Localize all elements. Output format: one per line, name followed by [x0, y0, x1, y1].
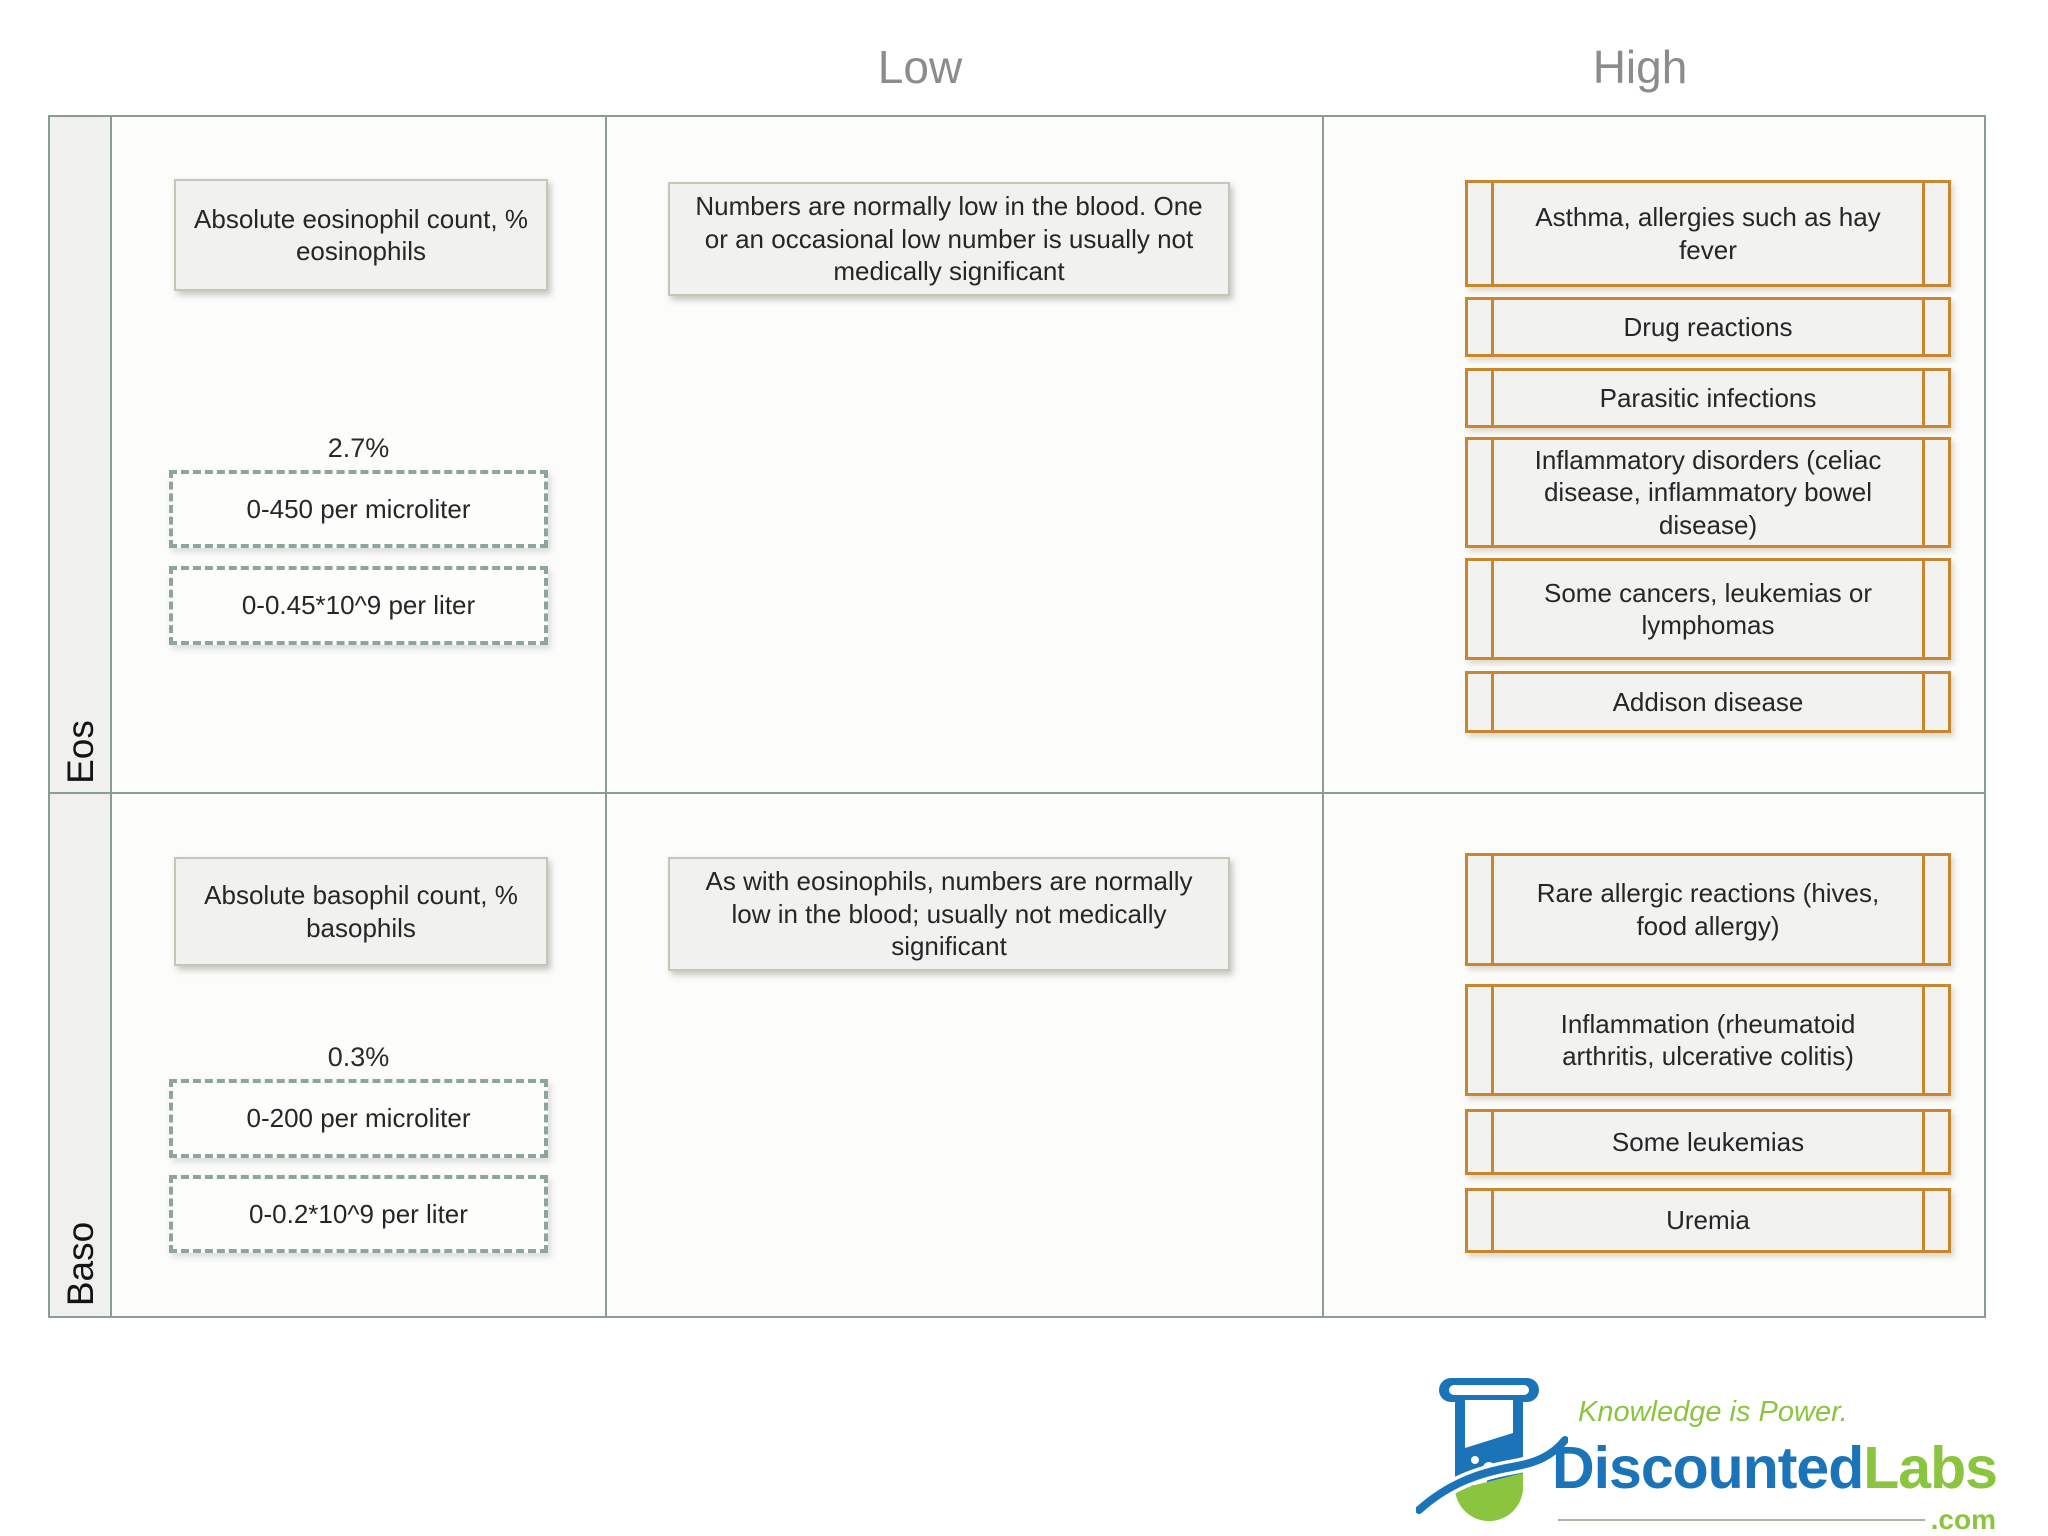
logo-brand-discounted: Discounted: [1552, 1435, 1864, 1501]
discountedlabs-logo: Knowledge is Power. DiscountedLabs .com: [1412, 1368, 2002, 1536]
column-divider-1: [605, 117, 607, 1316]
logo-brand: DiscountedLabs: [1552, 1434, 1998, 1502]
eos-high-cause-box: Asthma, allergies such as hay fever: [1465, 180, 1951, 287]
eos-range-liter-box: 0-0.45*10^9 per liter: [169, 566, 548, 645]
column-header-low: Low: [877, 41, 963, 93]
eos-measure-title-box: Absolute eosinophil count, % eosinophils: [174, 179, 548, 291]
row-divider: [50, 792, 1984, 794]
eos-high-cause-box: Parasitic infections: [1465, 368, 1951, 428]
eos-high-cause-box: Some cancers, leukemias or lymphomas: [1465, 558, 1951, 660]
row-label-baso: Baso: [60, 1221, 101, 1306]
logo-domain-row: .com: [1558, 1504, 1996, 1536]
baso-high-cause-box: Some leukemias: [1465, 1109, 1951, 1175]
logo-rule: [1558, 1519, 1925, 1521]
eos-low-note-box: Numbers are normally low in the blood. O…: [668, 182, 1230, 296]
eos-high-cause-box: Inflammatory disorders (celiac disease, …: [1465, 437, 1951, 548]
reference-table: Eos Absolute eosinophil count, % eosinop…: [48, 115, 1986, 1318]
eos-percent-label: 2.7%: [327, 433, 390, 463]
logo-brand-labs: Labs: [1863, 1435, 1998, 1501]
baso-high-cause-box: Inflammation (rheumatoid arthritis, ulce…: [1465, 984, 1951, 1096]
baso-high-cause-box: Uremia: [1465, 1188, 1951, 1253]
baso-low-note-box: As with eosinophils, numbers are normall…: [668, 857, 1230, 971]
row-label-eos: Eos: [60, 720, 102, 784]
row-label-column: [50, 117, 112, 1316]
column-divider-2: [1322, 117, 1324, 1316]
baso-range-microliter-box: 0-200 per microliter: [169, 1079, 548, 1158]
column-header-high: High: [1592, 41, 1688, 93]
baso-range-liter-box: 0-0.2*10^9 per liter: [169, 1175, 548, 1253]
baso-percent-label: 0.3%: [327, 1042, 390, 1072]
logo-tagline: Knowledge is Power.: [1578, 1396, 1848, 1428]
eos-range-microliter-box: 0-450 per microliter: [169, 470, 548, 548]
test-tube-icon: [1416, 1378, 1568, 1522]
logo-domain: .com: [1930, 1504, 1996, 1535]
baso-measure-title-box: Absolute basophil count, % basophils: [174, 857, 548, 966]
eos-high-cause-box: Drug reactions: [1465, 297, 1951, 357]
baso-high-cause-box: Rare allergic reactions (hives, food all…: [1465, 853, 1951, 966]
eos-high-cause-box: Addison disease: [1465, 671, 1951, 733]
